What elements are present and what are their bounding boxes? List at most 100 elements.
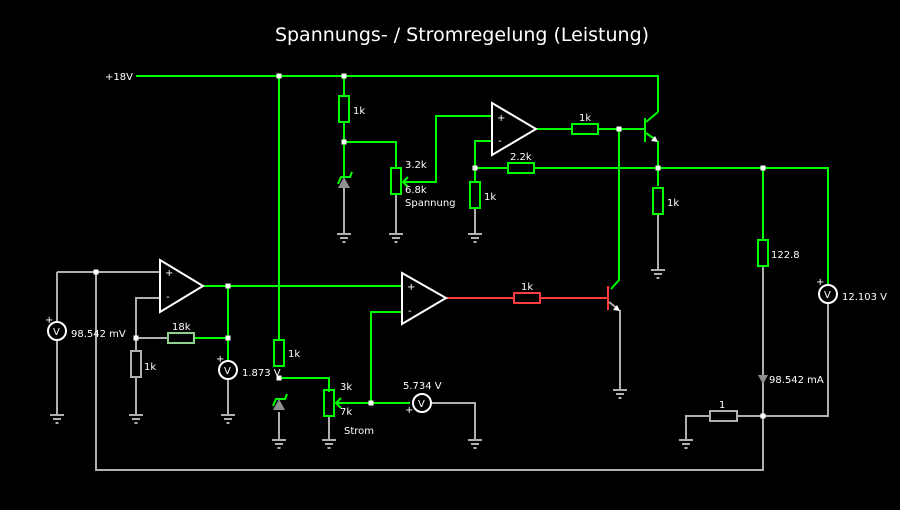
opamp-current[interactable]: + - [401, 271, 448, 326]
pot-wiper-arrow-icon[interactable] [334, 397, 345, 409]
potentiometer-voltage[interactable]: 3.2k 6.8k Spannung [390, 160, 456, 209]
opamp-plus-sign: + [165, 268, 173, 279]
wire [432, 402, 476, 440]
resistor-zener-voltage[interactable] [338, 95, 350, 123]
opamp-voltage[interactable]: + - [491, 101, 538, 157]
potentiometer-current[interactable]: 3k 7k Strom [323, 382, 374, 437]
voltmeter-plus: + [45, 315, 53, 326]
voltmeter-amp-out[interactable]: V + 1.873 V [216, 354, 281, 380]
ground-icon [337, 233, 351, 243]
resistor-shunt[interactable] [709, 410, 738, 422]
voltmeter-circle [412, 393, 432, 413]
pot-body[interactable] [323, 389, 335, 417]
resistor-drive[interactable] [513, 292, 541, 304]
zener-bar-icon [272, 393, 288, 407]
ground-icon [679, 439, 693, 449]
transistor-pass[interactable] [644, 118, 658, 142]
wire [135, 297, 160, 350]
opamp-body [491, 101, 538, 157]
current-arrow-icon [758, 375, 768, 384]
wire [344, 141, 397, 168]
grounds [50, 233, 693, 449]
voltmeter-circle [218, 360, 238, 380]
opamp-minus-sign: - [408, 306, 412, 317]
resistor-load[interactable] [757, 239, 769, 267]
voltmeter-reading: 98.542 mV [71, 329, 126, 340]
return-line [95, 266, 764, 471]
ammeter-load[interactable]: 98.542 mA [758, 375, 824, 386]
resistor-opamp-out[interactable] [571, 123, 599, 135]
emitter-arrow-icon [613, 305, 620, 311]
ground-icon [272, 439, 286, 449]
junction-node [760, 165, 766, 171]
pot-label-bottom: 6.8k [405, 185, 427, 196]
wire [474, 140, 492, 168]
voltmeter-shunt[interactable]: V + 98.542 mV [45, 315, 126, 341]
resistor-feedback-top[interactable] [507, 162, 535, 174]
pot-wiper-arrow-icon[interactable] [401, 176, 412, 188]
voltmeter-plus: + [816, 277, 824, 288]
junction-node [616, 126, 622, 132]
junction-node [368, 400, 374, 406]
resistor-label: 1k [484, 192, 496, 203]
resistor-label: 2.2k [510, 152, 532, 163]
ground-icon [613, 389, 627, 399]
zener-diode-current[interactable] [272, 393, 288, 410]
junction-node [341, 73, 347, 79]
pot-body[interactable] [390, 167, 402, 195]
ground-icon [468, 439, 482, 449]
wire [737, 302, 829, 417]
ammeter-reading: 98.542 mA [769, 375, 824, 386]
resistor-zener-current[interactable] [273, 339, 285, 367]
zener-diode-voltage[interactable] [337, 171, 353, 188]
voltmeter-symbol: V [224, 366, 231, 377]
voltmeter-reading: 12.103 V [842, 292, 887, 303]
resistor-ground-left[interactable] [130, 350, 142, 378]
resistor-label: 1k [579, 113, 591, 124]
ground-icon [221, 414, 235, 424]
junction-node [472, 165, 478, 171]
resistor-ground-top[interactable] [469, 181, 481, 209]
wires-high [136, 75, 829, 404]
voltmeter-symbol: V [824, 290, 831, 301]
voltmeter-symbol: V [418, 399, 425, 410]
wire [610, 129, 620, 290]
transistor-current-limit[interactable] [607, 286, 620, 311]
voltmeter-plus: + [405, 405, 413, 416]
opamp-amplifier[interactable]: + - [159, 258, 205, 314]
ground-icon [468, 233, 482, 243]
diagram-title: Spannungs- / Stromregelung (Leistung) [275, 24, 649, 46]
resistor-feedback-left[interactable] [167, 332, 195, 344]
wire [404, 115, 492, 183]
voltmeter-reading: 1.873 V [242, 368, 281, 379]
opamp-minus-sign: - [166, 292, 170, 303]
voltmeter-circle [818, 284, 838, 304]
supply-label: +18V [105, 72, 133, 83]
voltmeter-circle [47, 321, 67, 341]
opamp-minus-sign: - [498, 136, 502, 147]
zener-triangle-icon [338, 177, 350, 188]
resistor-label: 1 [719, 400, 725, 411]
resistor-label: 1k [353, 106, 365, 117]
wires-low [56, 186, 829, 471]
opamp-plus-sign: + [497, 113, 505, 124]
junction-node [760, 413, 766, 419]
voltmeter-current-set[interactable]: V + 5.734 V [403, 381, 442, 416]
opamp-body [401, 271, 448, 326]
pot-name: Spannung [405, 198, 456, 209]
resistor-label: 1k [144, 362, 156, 373]
junction-node [133, 335, 139, 341]
resistors: 1k 1k 2.2k 1k 1k 122.8 18k 1k 1k 1k 1 [130, 95, 800, 422]
ground-icon [129, 414, 143, 424]
resistor-label: 1k [667, 198, 679, 209]
junction-node [655, 165, 661, 171]
voltmeter-plus: + [216, 354, 224, 365]
pot-label-top: 3k [340, 382, 352, 393]
pot-name: Strom [344, 426, 374, 437]
voltmeter-output[interactable]: V + 12.103 V [816, 277, 887, 304]
junction-node [225, 283, 231, 289]
resistor-emitter[interactable] [652, 187, 664, 215]
resistor-label: 122.8 [771, 250, 800, 261]
ground-icon [50, 414, 64, 424]
voltmeter-symbol: V [53, 327, 60, 338]
